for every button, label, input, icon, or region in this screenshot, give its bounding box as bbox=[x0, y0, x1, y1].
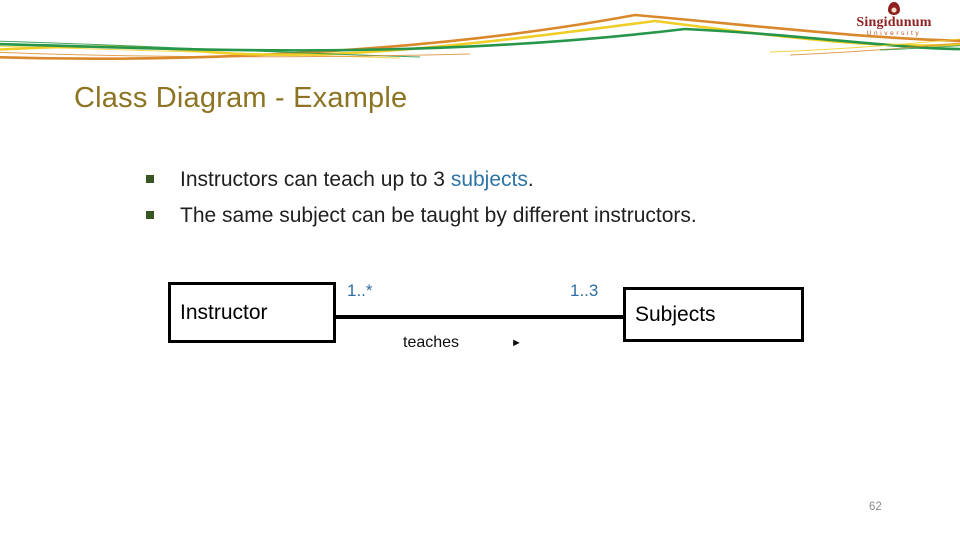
bullet-1-link[interactable]: subjects bbox=[450, 168, 528, 191]
multiplicity-left: 1..* bbox=[347, 281, 373, 300]
bullet-item-1: Instructors can teach up to 3 subjects. bbox=[146, 168, 866, 192]
bullet-list: Instructors can teach up to 3 subjects. … bbox=[146, 168, 866, 240]
class-box-subjects: Subjects bbox=[623, 287, 804, 342]
bullet-square-icon bbox=[146, 211, 154, 219]
slide-title: Class Diagram - Example bbox=[74, 82, 408, 114]
association-direction-arrow-icon: ► bbox=[511, 337, 522, 349]
association-line bbox=[336, 315, 623, 319]
bullet-1-suffix: . bbox=[527, 168, 534, 191]
university-logo: Singidunum University bbox=[850, 2, 938, 38]
bullet-square-icon bbox=[146, 175, 154, 183]
bullet-text: The same subject can be taught by differ… bbox=[180, 204, 697, 227]
logo-name: Singidunum bbox=[856, 15, 932, 30]
page-number: 62 bbox=[869, 501, 882, 513]
logo-subtitle: University bbox=[866, 30, 922, 37]
multiplicity-right: 1..3 bbox=[570, 281, 599, 300]
bullet-item-2: The same subject can be taught by differ… bbox=[146, 204, 866, 228]
bullet-1-prefix: Instructors can teach up to 3 bbox=[180, 168, 451, 191]
header-wave-decoration bbox=[0, 13, 960, 60]
class-box-instructor: Instructor bbox=[168, 282, 336, 343]
bullet-text: Instructors can teach up to 3 subjects. bbox=[180, 168, 534, 192]
logo-emblem-icon bbox=[888, 2, 900, 15]
association-label: teaches bbox=[403, 334, 460, 351]
